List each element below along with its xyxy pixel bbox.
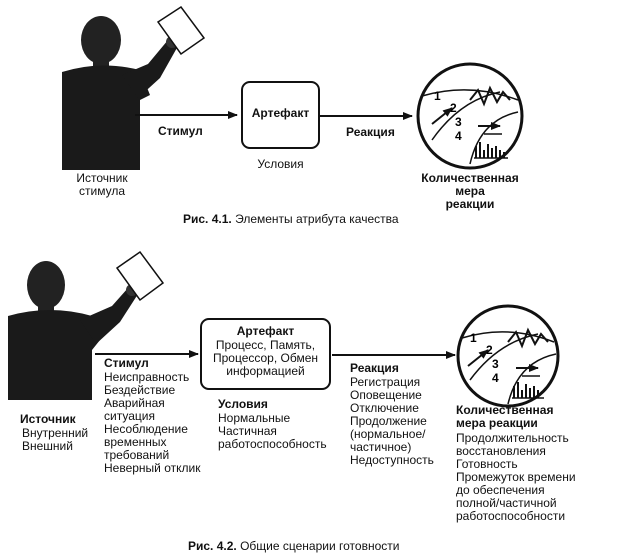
gauge2-number-4: 4 [492, 371, 499, 385]
response-label-1: Реакция [346, 125, 395, 139]
measure-gauge-1: 1 2 3 4 [416, 62, 524, 170]
gauge-number-1: 1 [434, 89, 441, 103]
measure-gauge-2: 1 2 3 4 [456, 304, 560, 408]
source-label-1: Источник стимула [76, 171, 128, 198]
source-items-2: Внутренний Внешний [22, 426, 89, 453]
artifact-label-1: Артефакт [251, 106, 310, 120]
person-figure-2 [8, 250, 165, 400]
gauge2-number-1: 1 [470, 331, 477, 345]
gauge-number-2: 2 [450, 101, 457, 115]
artifact-box-1: Артефакт [241, 81, 320, 149]
paper-sheet-1 [156, 5, 206, 56]
paper-sheet-2 [115, 250, 165, 302]
caption-fig-4-1: Рис. 4.1. Элементы атрибута качества [183, 213, 399, 226]
stimulus-items-2: Неисправность Бездействие Аварийная ситу… [104, 370, 201, 475]
stimulus-label-1: Стимул [158, 124, 203, 138]
person-figure-1 [62, 5, 206, 170]
caption-number-4-2: Рис. 4.2. [188, 539, 237, 553]
gauge2-number-3: 3 [492, 357, 499, 371]
gauge-number-4: 4 [455, 129, 462, 143]
caption-text-4-2: Общие сценарии готовности [240, 539, 400, 553]
artifact-items-2: Процесс, Память, Процессор, Обмен информ… [212, 338, 319, 378]
caption-text-4-1: Элементы атрибута качества [235, 212, 399, 226]
conditions-title-2: Условия [218, 397, 268, 411]
stimulus-title-2: Стимул [104, 356, 149, 370]
response-title-2: Реакция [350, 361, 399, 375]
measure-title-2: Количественная мера реакции [456, 403, 554, 430]
gauge2-number-2: 2 [486, 343, 493, 357]
conditions-items-2: Нормальные Частичная работоспособность [218, 411, 327, 451]
conditions-label-1: Условия [257, 157, 304, 171]
caption-fig-4-2: Рис. 4.2. Общие сценарии готовности [188, 540, 399, 553]
source-title-2: Источник [20, 412, 76, 426]
artifact-box-2: Артефакт Процесс, Память, Процессор, Обм… [200, 318, 331, 390]
gauge-number-3: 3 [455, 115, 462, 129]
artifact-title-2: Артефакт [236, 324, 295, 338]
measure-items-2: Продолжительность восстановления Готовно… [456, 431, 576, 523]
measure-label-1: Количественная мера реакции [421, 171, 519, 211]
response-items-2: Регистрация Оповещение Отключение Продол… [350, 375, 434, 467]
caption-number-4-1: Рис. 4.1. [183, 212, 232, 226]
